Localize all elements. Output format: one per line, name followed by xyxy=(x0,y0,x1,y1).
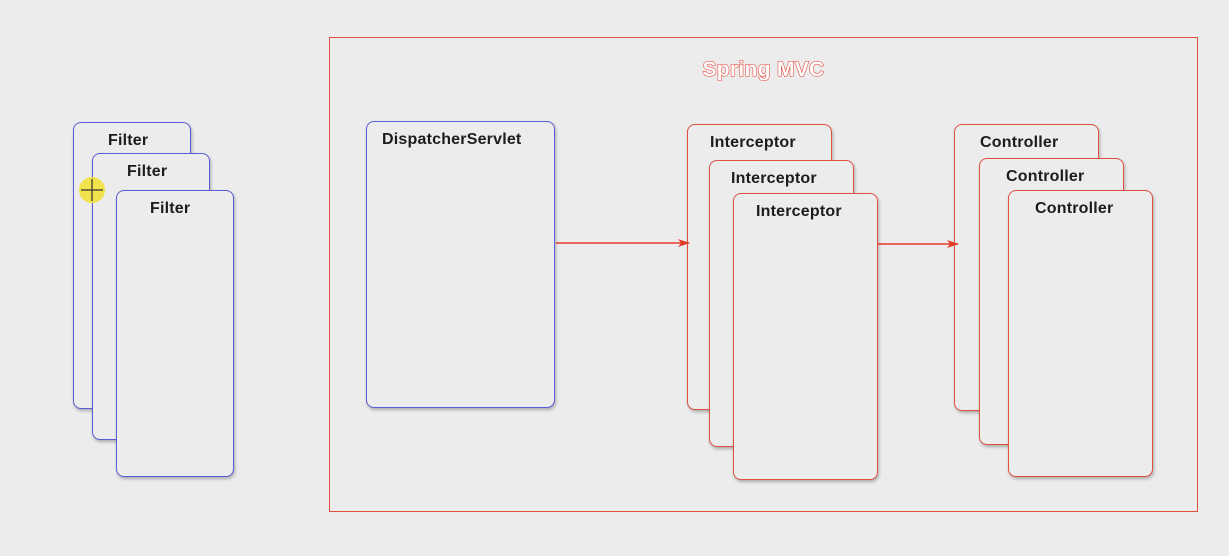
interceptor-label: Interceptor xyxy=(756,203,842,220)
controller-label: Controller xyxy=(1006,168,1085,185)
filter-label: Filter xyxy=(127,163,168,180)
filter-box-3: Filter xyxy=(116,190,234,477)
interceptor-label: Interceptor xyxy=(710,134,796,151)
spring-mvc-container: Spring MVC xyxy=(329,37,1198,512)
controller-label: Controller xyxy=(1035,200,1114,217)
interceptor-label: Interceptor xyxy=(731,170,817,187)
interceptor-box-3: Interceptor xyxy=(733,193,878,480)
dispatcher-servlet-box: DispatcherServlet xyxy=(366,121,555,408)
filter-label: Filter xyxy=(108,132,149,149)
filter-label: Filter xyxy=(150,200,191,217)
dispatcher-servlet-label: DispatcherServlet xyxy=(382,131,522,148)
controller-box-3: Controller xyxy=(1008,190,1153,477)
container-title: Spring MVC xyxy=(702,58,825,82)
controller-label: Controller xyxy=(980,134,1059,151)
crosshair-cursor-icon xyxy=(79,177,105,203)
